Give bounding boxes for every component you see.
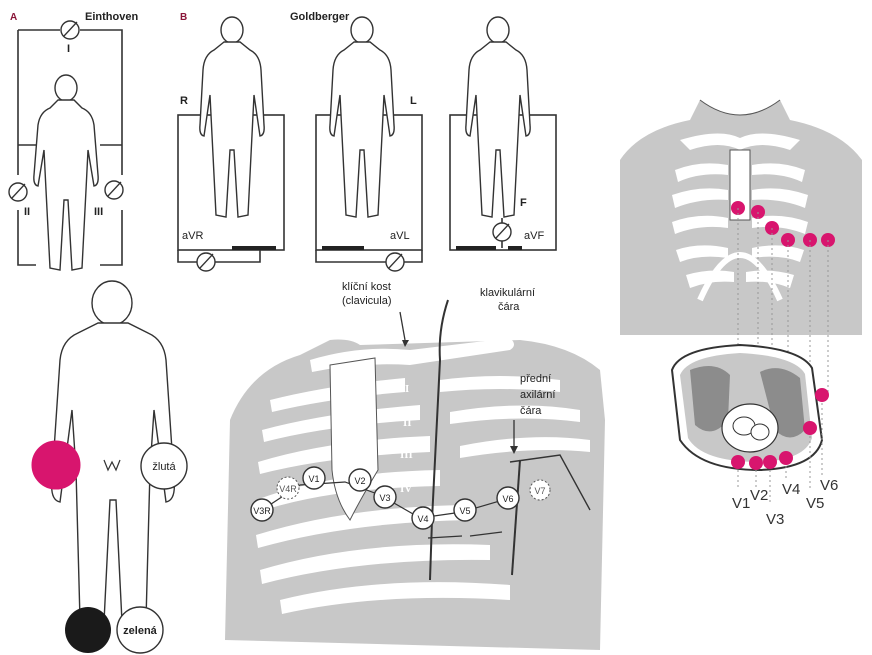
rib-label-iv: IV <box>400 483 412 495</box>
svg-text:V4R: V4R <box>279 484 297 494</box>
clavicle-label-line1: klíční kost <box>342 281 391 293</box>
svg-text:V4: V4 <box>417 514 428 524</box>
rib-label-i: I <box>405 383 409 395</box>
red-electrode <box>32 441 80 489</box>
goldberger-figure-avf: F aVF <box>450 17 556 250</box>
lead-iii-label: III <box>94 206 103 218</box>
panel-b-letter: B <box>180 12 187 23</box>
cross-section-figure: V1 V2 V3 V4 V5 V6 <box>672 345 838 528</box>
green-electrode-label: zelená <box>123 625 158 637</box>
galvanometer-iii-icon <box>105 181 123 199</box>
lead-i-label: I <box>67 43 70 55</box>
limb-label-f: F <box>520 197 527 209</box>
svg-text:V7: V7 <box>534 486 545 496</box>
black-electrode <box>65 607 111 653</box>
galvanometer-avf-icon <box>493 223 511 241</box>
midclavicular-label-line1: klavikulární <box>480 287 535 299</box>
svg-text:V5: V5 <box>459 506 470 516</box>
axillary-label-line3: čára <box>520 405 542 417</box>
clavicle-label-line2: (clavicula) <box>342 295 392 307</box>
section-label-v5: V5 <box>806 495 824 512</box>
goldberger-figure-avl: L aVL <box>316 17 422 271</box>
limb-electrodes-figure: žlutá zelená <box>32 281 187 653</box>
body-figure-a <box>34 75 98 270</box>
panel-b-title: Goldberger <box>290 11 350 23</box>
lead-avr-label: aVR <box>182 230 203 242</box>
section-label-v3: V3 <box>766 511 784 528</box>
rib-label-iii: III <box>400 449 413 461</box>
svg-text:V2: V2 <box>354 476 365 486</box>
midclavicular-label-line2: čára <box>498 301 520 313</box>
lead-ii-label: II <box>24 206 30 218</box>
section-label-v2: V2 <box>750 487 768 504</box>
galvanometer-avr-icon <box>197 253 215 271</box>
svg-text:V3R: V3R <box>253 506 271 516</box>
panel-a-einthoven: A Einthoven I II III <box>9 11 138 270</box>
limb-label-r: R <box>180 95 188 107</box>
section-label-v6: V6 <box>820 477 838 494</box>
lead-avf-label: aVF <box>524 230 544 242</box>
limb-label-l: L <box>410 95 417 107</box>
body-head <box>92 281 132 325</box>
section-label-v1: V1 <box>732 495 750 512</box>
panel-a-title: Einthoven <box>85 11 138 23</box>
goldberger-figure-avr: R aVR <box>178 17 284 271</box>
axillary-label-line1: přední <box>520 373 551 385</box>
rib-label-ii: II <box>403 417 412 429</box>
svg-text:V6: V6 <box>502 494 513 504</box>
svg-text:V1: V1 <box>308 474 319 484</box>
panel-b-goldberger: B Goldberger R aVR <box>178 11 556 271</box>
axillary-label-line2: axilární <box>520 389 555 401</box>
lead-avl-label: aVL <box>390 230 410 242</box>
chest-precordial-figure: I II III IV klíční kost (clavicula) klav… <box>225 281 605 650</box>
section-label-v4: V4 <box>782 481 800 498</box>
galvanometer-i-icon <box>61 21 79 39</box>
galvanometer-avl-icon <box>386 253 404 271</box>
yellow-electrode-label: žlutá <box>152 461 176 473</box>
svg-text:V3: V3 <box>379 493 390 503</box>
galvanometer-ii-icon <box>9 183 27 201</box>
panel-a-letter: A <box>10 12 17 23</box>
